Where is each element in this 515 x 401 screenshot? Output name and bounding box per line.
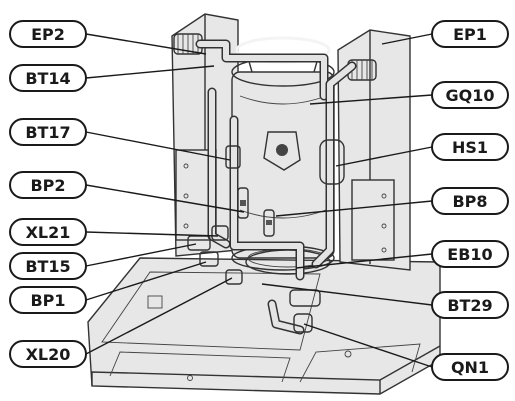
service-connection-xl20 xyxy=(225,269,243,285)
callout-ep2: EP2 xyxy=(9,20,87,48)
leader-lines xyxy=(85,33,433,368)
pressure-switch-bp2 xyxy=(237,187,249,219)
svg-text:EP1: EP1 xyxy=(453,25,487,44)
callout-bp8: BP8 xyxy=(431,187,509,215)
svg-text:BT15: BT15 xyxy=(25,257,70,276)
service-connection-xl21 xyxy=(211,225,229,241)
svg-text:BT17: BT17 xyxy=(25,123,70,142)
accumulator-hs1 xyxy=(319,139,345,185)
callout-bt15: BT15 xyxy=(9,252,87,280)
expansion-valve-qn1 xyxy=(267,299,313,335)
svg-text:HS1: HS1 xyxy=(452,138,488,157)
svg-text:BP1: BP1 xyxy=(30,291,65,310)
svg-text:EP2: EP2 xyxy=(31,25,65,44)
svg-text:GQ10: GQ10 xyxy=(446,86,495,105)
compressor-gq10 xyxy=(231,36,335,271)
svg-text:BT14: BT14 xyxy=(25,69,70,88)
sensor-bt17 xyxy=(225,145,241,169)
callout-bt14: BT14 xyxy=(9,64,87,92)
svg-text:EB10: EB10 xyxy=(447,245,492,264)
callout-xl21: XL21 xyxy=(9,218,87,246)
svg-text:BT29: BT29 xyxy=(447,296,492,315)
callout-bp2: BP2 xyxy=(9,171,87,199)
svg-text:XL21: XL21 xyxy=(26,223,71,242)
callout-ep1: EP1 xyxy=(431,20,509,48)
svg-text:XL20: XL20 xyxy=(26,345,71,364)
callout-hs1: HS1 xyxy=(431,133,509,161)
svg-text:QN1: QN1 xyxy=(451,358,489,377)
svg-text:BP2: BP2 xyxy=(30,176,65,195)
callout-bp1: BP1 xyxy=(9,286,87,314)
callout-bt17: BT17 xyxy=(9,118,87,146)
callout-xl20: XL20 xyxy=(9,340,87,368)
callout-eb10: EB10 xyxy=(431,240,509,268)
pressure-sensor-bp8 xyxy=(263,209,275,237)
callout-qn1: QN1 xyxy=(431,353,509,381)
callout-bt29: BT29 xyxy=(431,291,509,319)
pressure-switch-bp1 xyxy=(199,251,219,267)
callout-gq10: GQ10 xyxy=(431,81,509,109)
svg-text:BP8: BP8 xyxy=(452,192,487,211)
